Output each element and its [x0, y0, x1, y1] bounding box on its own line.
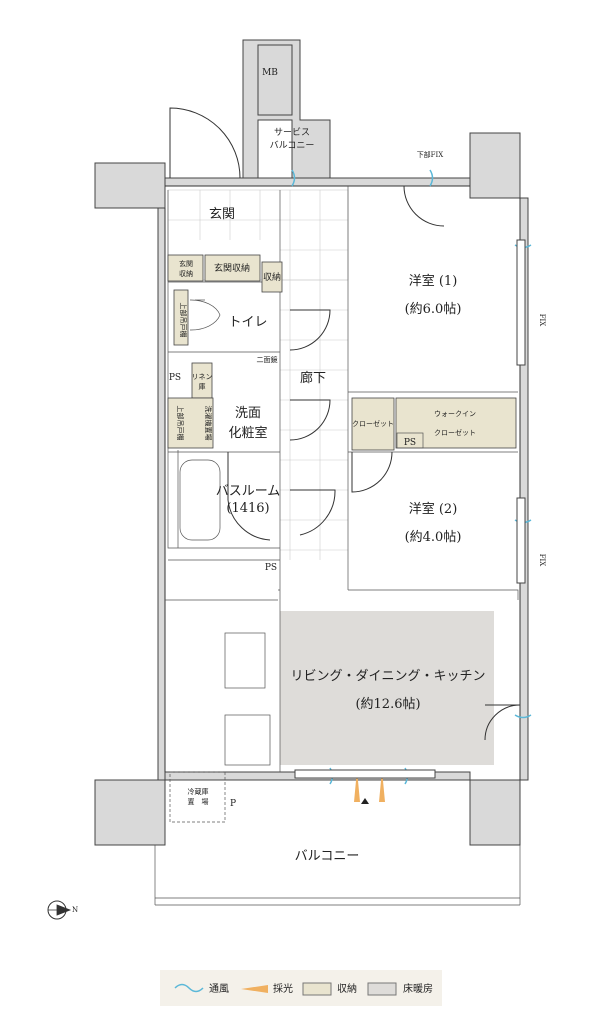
washer-label: 洗濯機置場 — [204, 406, 213, 441]
wash-cabinet-label: 上部吊戸棚 — [176, 406, 185, 441]
doors — [169, 107, 521, 741]
toilet-cabinet-label: 上部吊戸棚 — [179, 303, 188, 338]
ps-label-3: PS — [404, 438, 416, 448]
p-label: P — [230, 799, 236, 809]
storage-areas — [167, 254, 517, 823]
floor-heating-area — [280, 611, 494, 765]
legend-lighting: 採光 — [273, 982, 293, 995]
fix-label-2: FIX — [538, 554, 546, 567]
compass-label: N — [72, 906, 78, 914]
ldk-label: リビング・ダイニング・キッチン — [290, 669, 485, 684]
hallway-label: 廊下 — [300, 370, 326, 386]
legend: 通風 採光 収納 床暖房 — [160, 970, 442, 1006]
washroom-label-2: 化粧室 — [228, 425, 267, 441]
western-1-size: (約6.0帖) — [405, 302, 462, 317]
ps-label-2: PS — [265, 563, 277, 573]
closet-label: クローゼット — [352, 419, 394, 428]
storage-label: 収納 — [263, 271, 281, 283]
legend-storage: 収納 — [337, 982, 357, 995]
ventilation-wave-icon — [174, 983, 204, 993]
service-balcony-label-2: バルコニー — [270, 140, 315, 151]
service-balcony-label: サービス — [274, 127, 310, 138]
walls — [94, 39, 529, 906]
legend-floor-heating: 床暖房 — [403, 982, 433, 995]
washroom-label: 洗面 — [235, 406, 261, 421]
walk-in-closet-label-2: クローゼット — [434, 428, 476, 437]
western-2-label: 洋室 (2) — [409, 501, 458, 517]
lighting-ray-icon — [241, 985, 268, 993]
ldk-size: (約12.6帖) — [355, 697, 420, 712]
entrance-storage-small-label-2: 収納 — [179, 269, 193, 278]
toilet-label: トイレ — [228, 315, 267, 330]
fridge-label: 冷蔵庫 — [188, 787, 209, 796]
lower-fix-label: 下部FIX — [417, 150, 444, 159]
balcony-label: バルコニー — [295, 849, 360, 864]
entrance-label: 玄関 — [209, 207, 235, 222]
bathroom-label-2: (1416) — [226, 501, 269, 516]
linen-label-2: 庫 — [199, 382, 206, 391]
fix-label-1: FIX — [538, 314, 546, 327]
ventilation-lighting-marks — [291, 169, 532, 804]
bathroom-label: バスルーム — [216, 484, 281, 499]
ps-label-1: PS — [169, 373, 181, 383]
walk-in-closet-label: ウォークイン — [434, 410, 476, 418]
floor-heating-swatch-icon — [367, 982, 397, 996]
linen-label: リネン — [192, 373, 213, 381]
north-arrow-icon — [47, 900, 72, 920]
fridge-label-2: 置 場 — [188, 797, 209, 806]
western-2-size: (約4.0帖) — [405, 530, 462, 545]
entrance-storage-label: 玄関収納 — [214, 262, 250, 274]
western-1-label: 洋室 (1) — [409, 273, 458, 289]
legend-ventilation: 通風 — [209, 983, 229, 995]
mb-label: MB — [262, 68, 278, 78]
storage-swatch-icon — [302, 982, 332, 996]
mirror-label: 二面鏡 — [257, 355, 278, 364]
entrance-storage-small-label: 玄関 — [179, 259, 193, 268]
